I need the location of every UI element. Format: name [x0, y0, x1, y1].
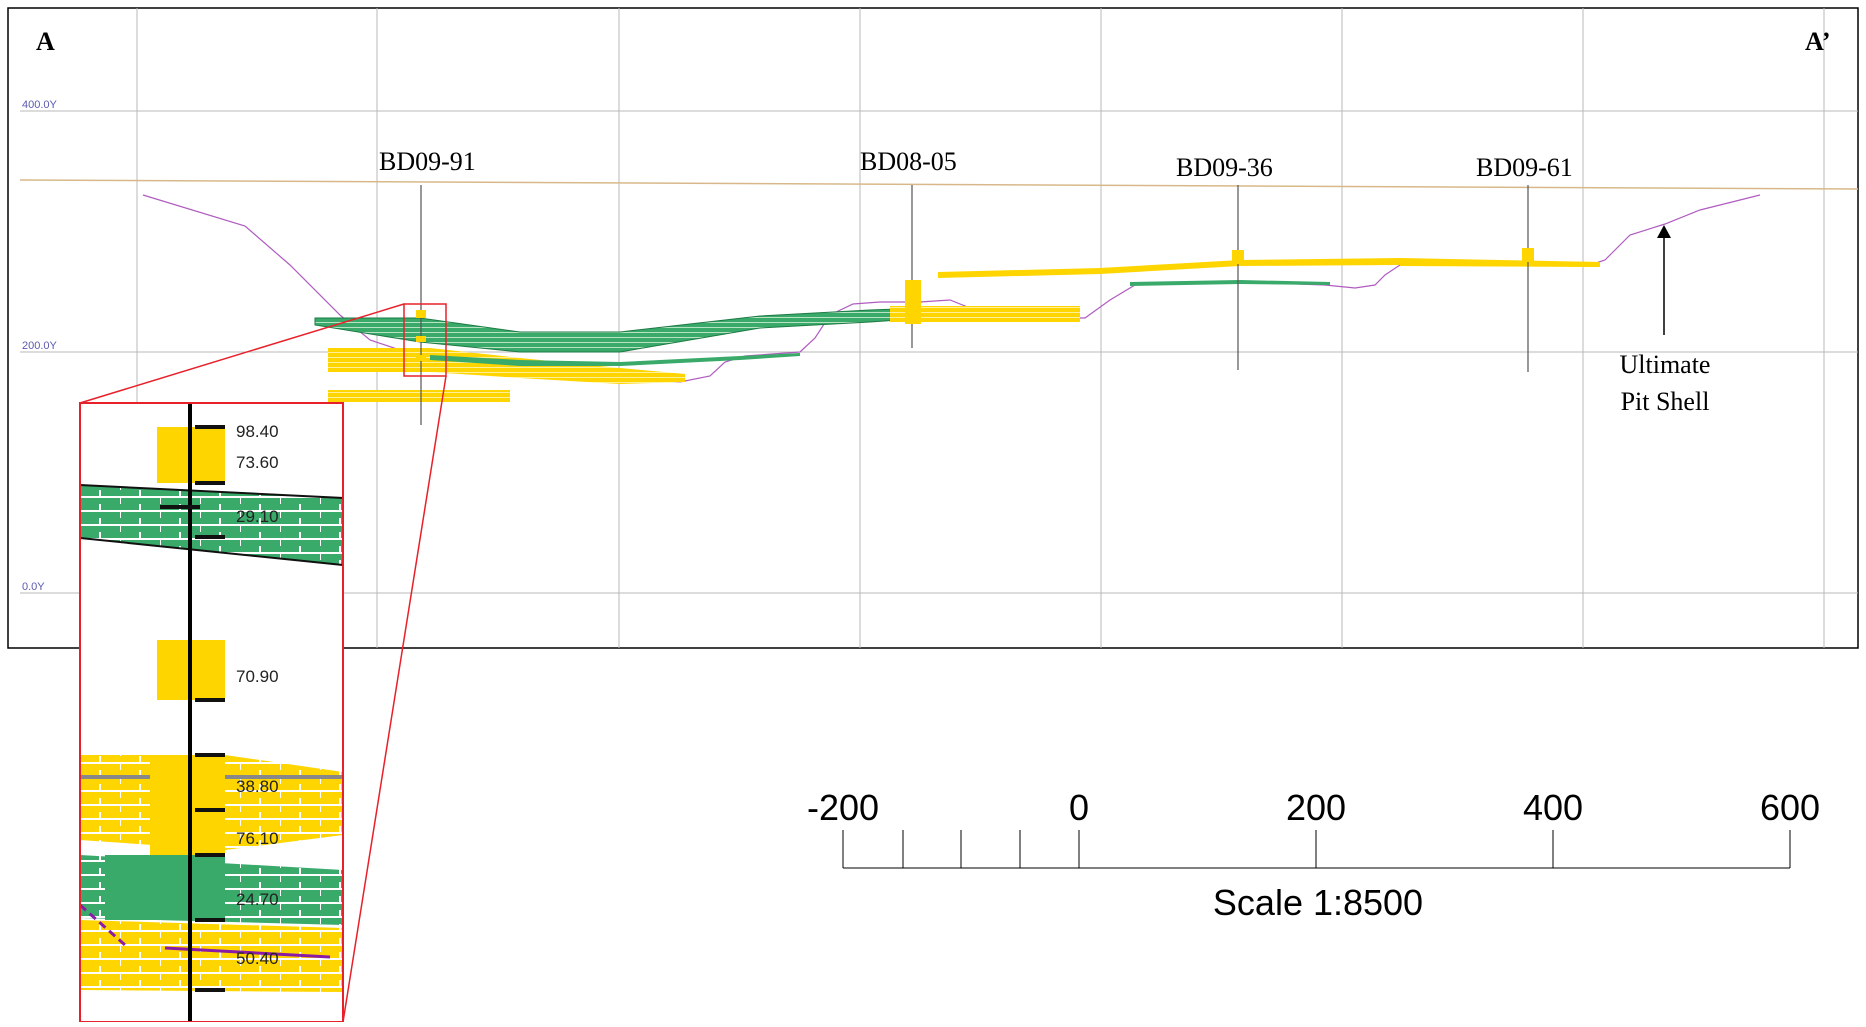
topography-line — [19, 179, 1859, 190]
coal-seam-east-yellow-2 — [1400, 260, 1600, 267]
section-end-label: A’ — [1805, 27, 1831, 56]
zoom-connector-top — [79, 303, 405, 404]
scale-tick-neg200: -200 — [807, 787, 879, 828]
inset-interval-8: 50.40 — [236, 949, 279, 968]
coal-seam-east-green — [1130, 280, 1330, 286]
inset-green-block — [105, 855, 225, 920]
inset-pit-shell-trace-2 — [164, 946, 331, 959]
drillhole-label-bd09-36: BD09-36 — [1176, 153, 1273, 182]
zoom-source-box — [403, 303, 447, 377]
coal-seam-upper-yellow — [890, 306, 1080, 322]
scale-tick-200: 200 — [1286, 787, 1346, 828]
inset-panel: 98.40 73.60 29.10 70.90 38.80 76.10 24.7… — [79, 402, 344, 1023]
inset-interval-4: 70.90 — [236, 667, 279, 686]
scale-tick-400: 400 — [1523, 787, 1583, 828]
scale-caption: Scale 1:8500 — [1213, 882, 1423, 923]
inset-pit-shell-trace — [79, 903, 126, 947]
section-start-label: A — [36, 27, 55, 56]
drillholes — [420, 185, 1529, 425]
inset-depth-ticks — [160, 425, 225, 992]
scale-tick-600: 600 — [1760, 787, 1820, 828]
scale-tick-0: 0 — [1069, 787, 1089, 828]
elevation-label-0: 0.0Y — [22, 581, 45, 593]
drillhole-label-bd09-91: BD09-91 — [379, 147, 476, 176]
inset-interval-1: 98.40 — [236, 422, 279, 441]
pit-shell-label-line2: Pit Shell — [1621, 387, 1710, 416]
drillhole-intercepts — [416, 248, 1534, 361]
inset-yellow-seam-bottom — [80, 920, 343, 992]
inset-interval-6: 76.10 — [236, 829, 279, 848]
pit-shell-label-line1: Ultimate — [1620, 350, 1711, 379]
inset-interval-2: 73.60 — [236, 453, 279, 472]
pit-shell-arrow-head — [1657, 225, 1671, 238]
inset-yellow-block-3 — [150, 755, 225, 855]
elevation-label-400: 400.0Y — [22, 99, 58, 111]
zoom-connector-bottom — [342, 375, 447, 1023]
coal-seam-deep-yellow — [328, 390, 510, 402]
inset-interval-5: 38.80 — [236, 777, 279, 796]
inset-interval-7: 24.70 — [236, 890, 279, 909]
drillhole-label-bd08-05: BD08-05 — [860, 147, 957, 176]
drillhole-label-bd09-61: BD09-61 — [1476, 153, 1573, 182]
scale-bar: -200 0 200 400 600 Scale 1:8500 — [807, 787, 1820, 923]
elevation-label-200: 200.0Y — [22, 340, 58, 352]
inset-interval-3: 29.10 — [236, 507, 279, 526]
coal-seam-lower-green-left — [430, 353, 800, 366]
